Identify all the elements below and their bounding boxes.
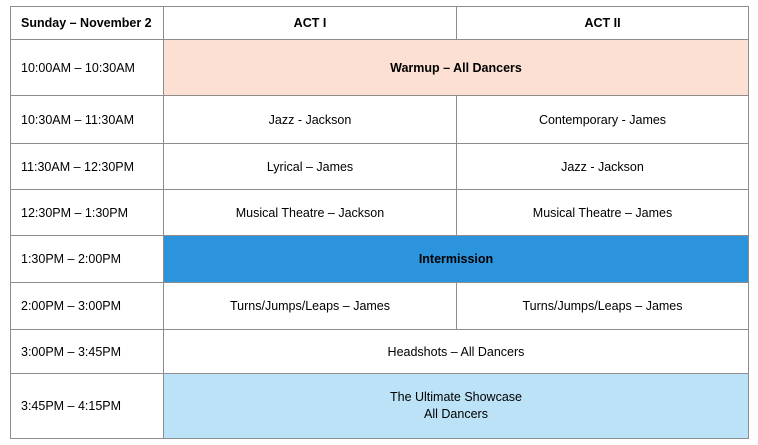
header-day-label: Sunday – November 2 (10, 6, 164, 40)
table-row: 2:00PM – 3:00PM Turns/Jumps/Leaps – Jame… (10, 282, 749, 330)
row-time-slot: 2:00PM – 3:00PM (10, 282, 164, 330)
row-time-slot: 12:30PM – 1:30PM (10, 189, 164, 236)
header-act-1: ACT I (163, 6, 457, 40)
row-session-act1: Jazz - Jackson (163, 95, 457, 144)
row-session-act2: Contemporary - James (456, 95, 749, 144)
table-row: 3:45PM – 4:15PM The Ultimate Showcase Al… (10, 373, 749, 439)
row-session-act1: Turns/Jumps/Leaps – James (163, 282, 457, 330)
row-time-slot: 3:45PM – 4:15PM (10, 373, 164, 439)
row-session-act2: Jazz - Jackson (456, 143, 749, 190)
row-time-slot: 11:30AM – 12:30PM (10, 143, 164, 190)
row-session-act2: Musical Theatre – James (456, 189, 749, 236)
row-session-act1: Lyrical – James (163, 143, 457, 190)
table-row: 1:30PM – 2:00PM Intermission (10, 235, 749, 283)
row-merged-session-headshots: Headshots – All Dancers (163, 329, 749, 374)
row-merged-session-intermission: Intermission (163, 235, 749, 283)
schedule-sheet: Sunday – November 2 ACT I ACT II 10:00AM… (10, 6, 749, 439)
showcase-subtitle: All Dancers (424, 407, 488, 421)
schedule-table: Sunday – November 2 ACT I ACT II 10:00AM… (10, 6, 749, 439)
row-time-slot: 10:30AM – 11:30AM (10, 95, 164, 144)
row-time-slot: 3:00PM – 3:45PM (10, 329, 164, 374)
table-row: 10:30AM – 11:30AM Jazz - Jackson Contemp… (10, 95, 749, 144)
table-header-row: Sunday – November 2 ACT I ACT II (10, 6, 749, 40)
row-time-slot: 10:00AM – 10:30AM (10, 39, 164, 96)
row-time-slot: 1:30PM – 2:00PM (10, 235, 164, 283)
table-row: 12:30PM – 1:30PM Musical Theatre – Jacks… (10, 189, 749, 236)
showcase-title: The Ultimate Showcase (389, 390, 522, 405)
row-session-act2: Turns/Jumps/Leaps – James (456, 282, 749, 330)
row-session-act1: Musical Theatre – Jackson (163, 189, 457, 236)
row-merged-session-warmup: Warmup – All Dancers (163, 39, 749, 96)
row-merged-session-showcase: The Ultimate Showcase All Dancers (163, 373, 749, 439)
table-row: 10:00AM – 10:30AM Warmup – All Dancers (10, 39, 749, 96)
table-row: 11:30AM – 12:30PM Lyrical – James Jazz -… (10, 143, 749, 190)
header-act-2: ACT II (456, 6, 749, 40)
table-row: 3:00PM – 3:45PM Headshots – All Dancers (10, 329, 749, 374)
